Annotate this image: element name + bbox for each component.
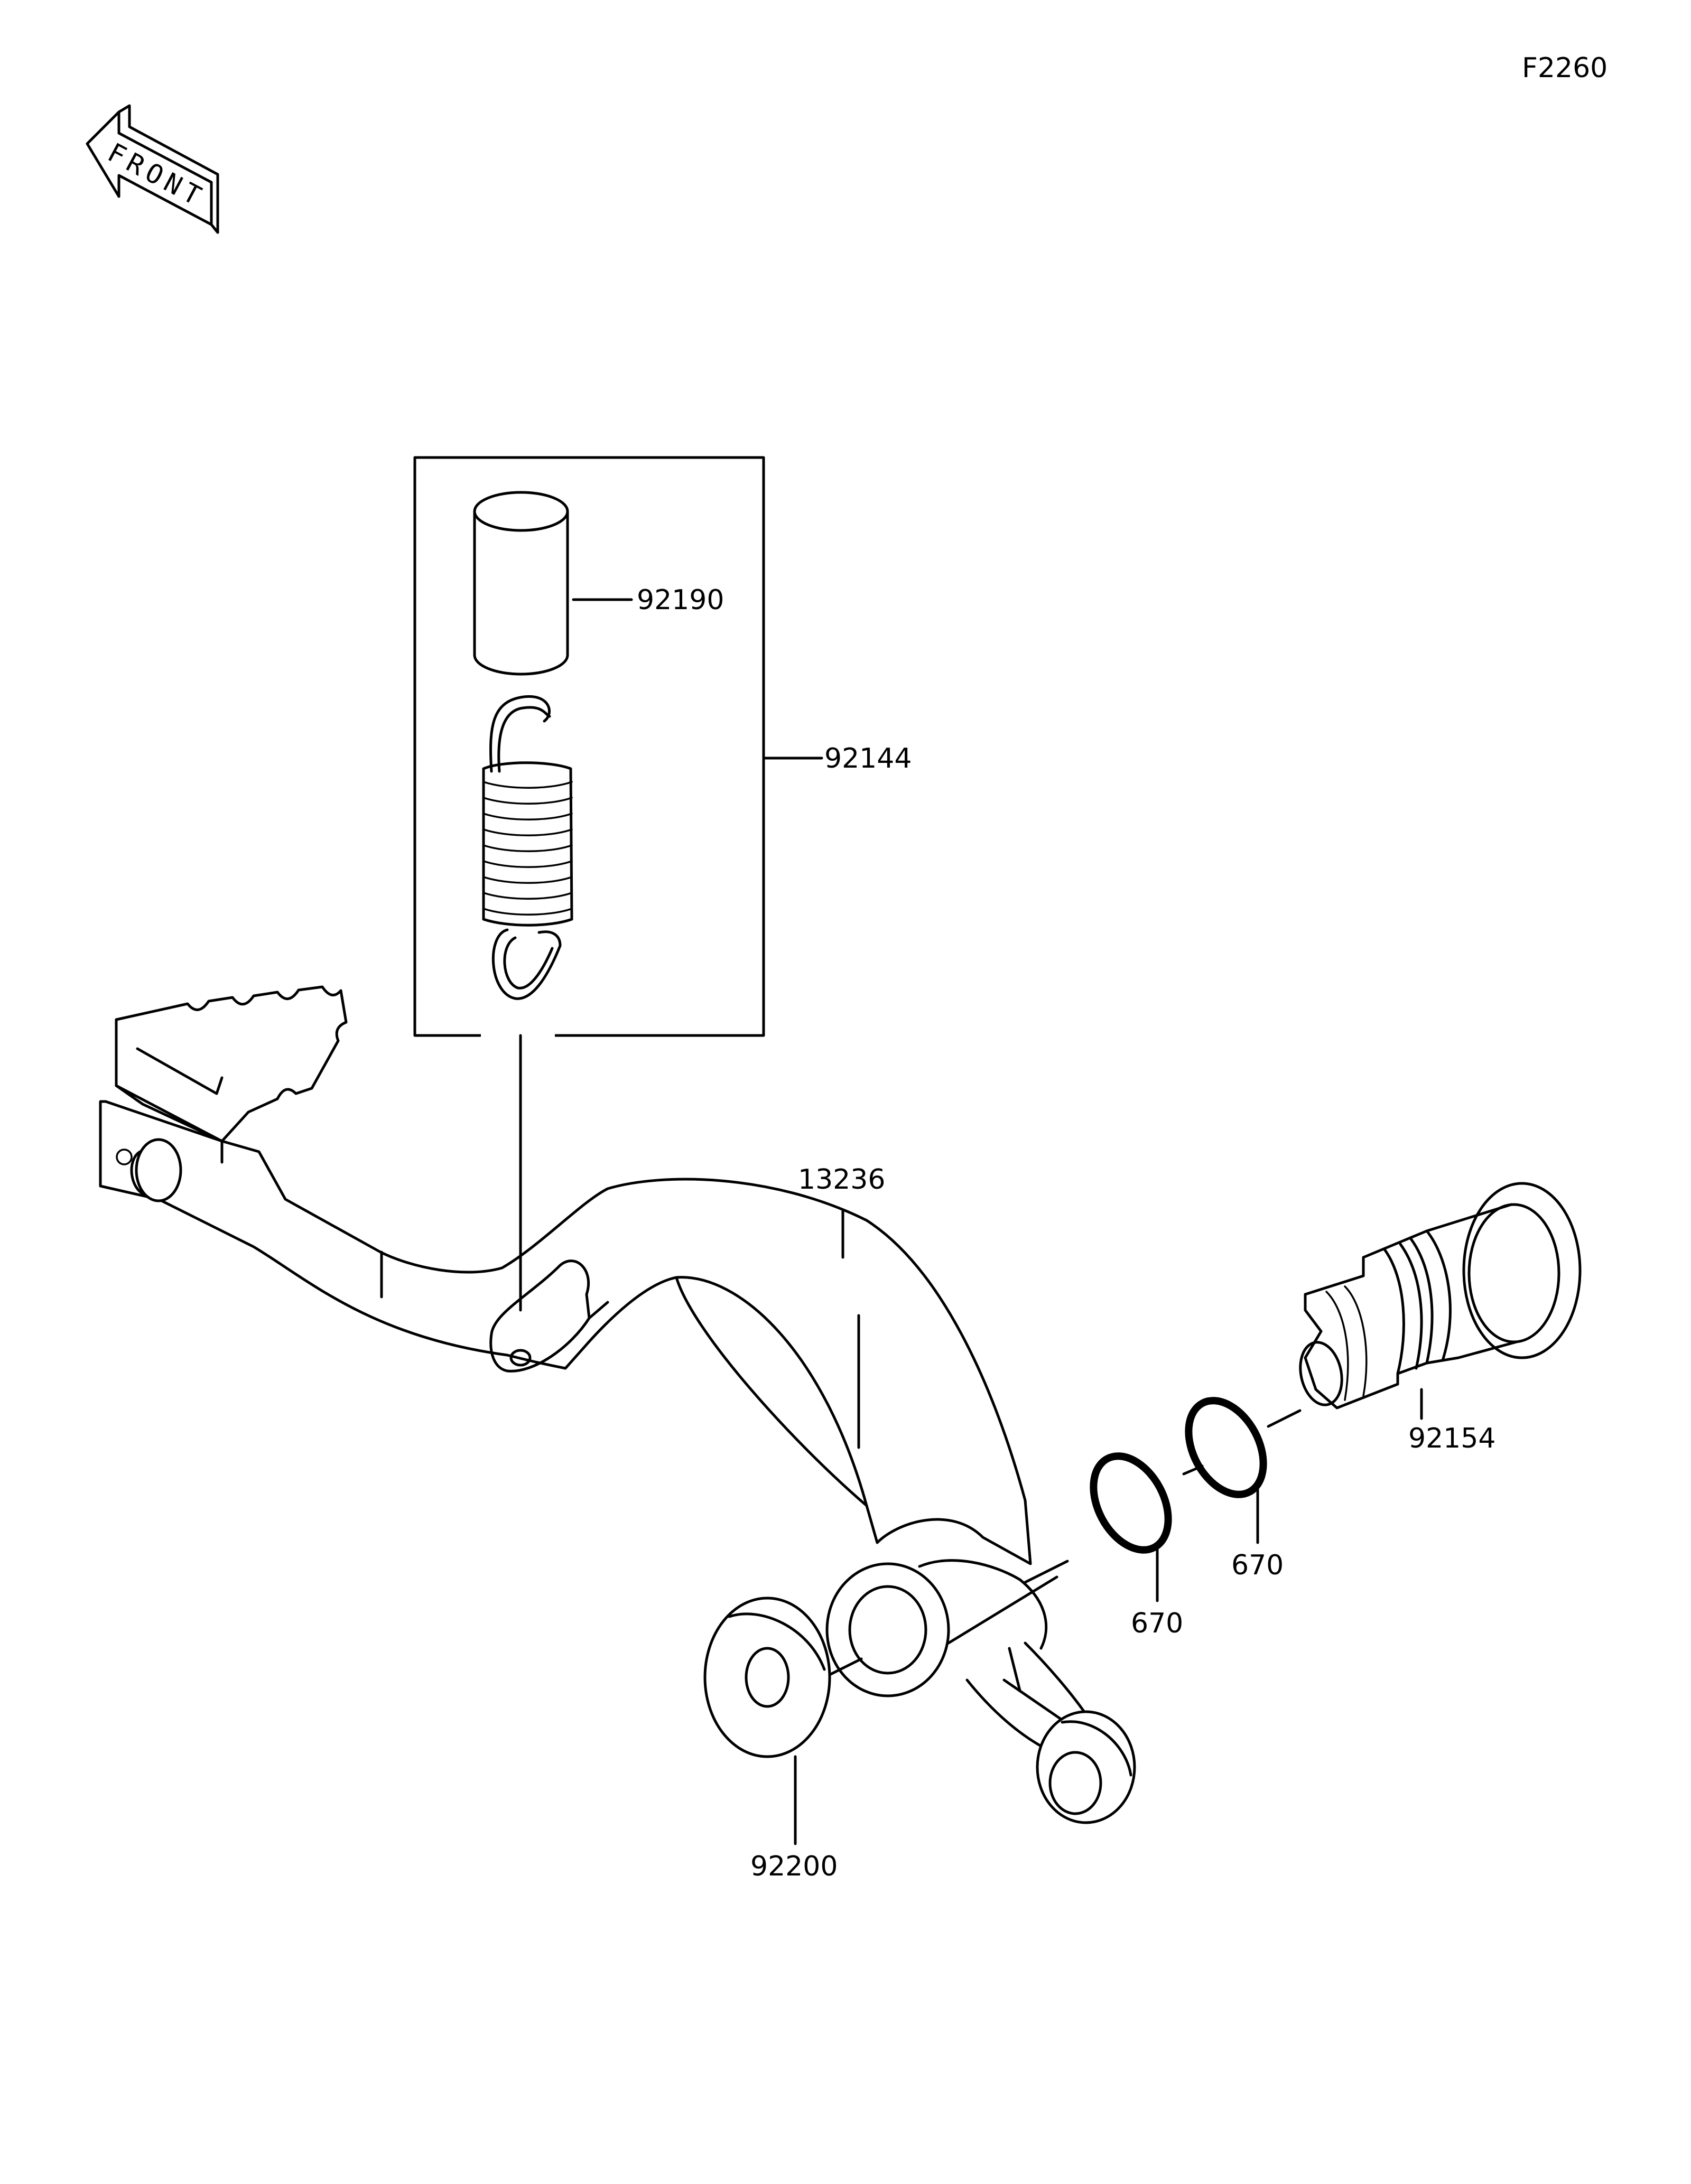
part-label-670-b: 670 [1131,1608,1183,1639]
front-arrow-icon: FRONT [86,104,219,234]
part-label-92200: 92200 [750,1851,838,1882]
part-label-92144: 92144 [824,743,912,774]
collar-part [473,491,569,676]
part-label-92190: 92190 [637,584,724,616]
part-label-92154: 92154 [1408,1423,1495,1454]
spring-set-frame [413,456,765,1037]
pivot-bolt-part [1299,1182,1582,1410]
figure-id: F2260 [1522,52,1608,84]
part-label-13236: 13236 [798,1164,885,1196]
washer-part [703,1597,831,1758]
o-ring-1 [1090,1452,1172,1554]
part-label-670-a: 670 [1231,1550,1284,1581]
spring-part [482,695,573,1000]
brake-lever-part [99,985,1136,1824]
o-ring-2 [1185,1397,1267,1498]
